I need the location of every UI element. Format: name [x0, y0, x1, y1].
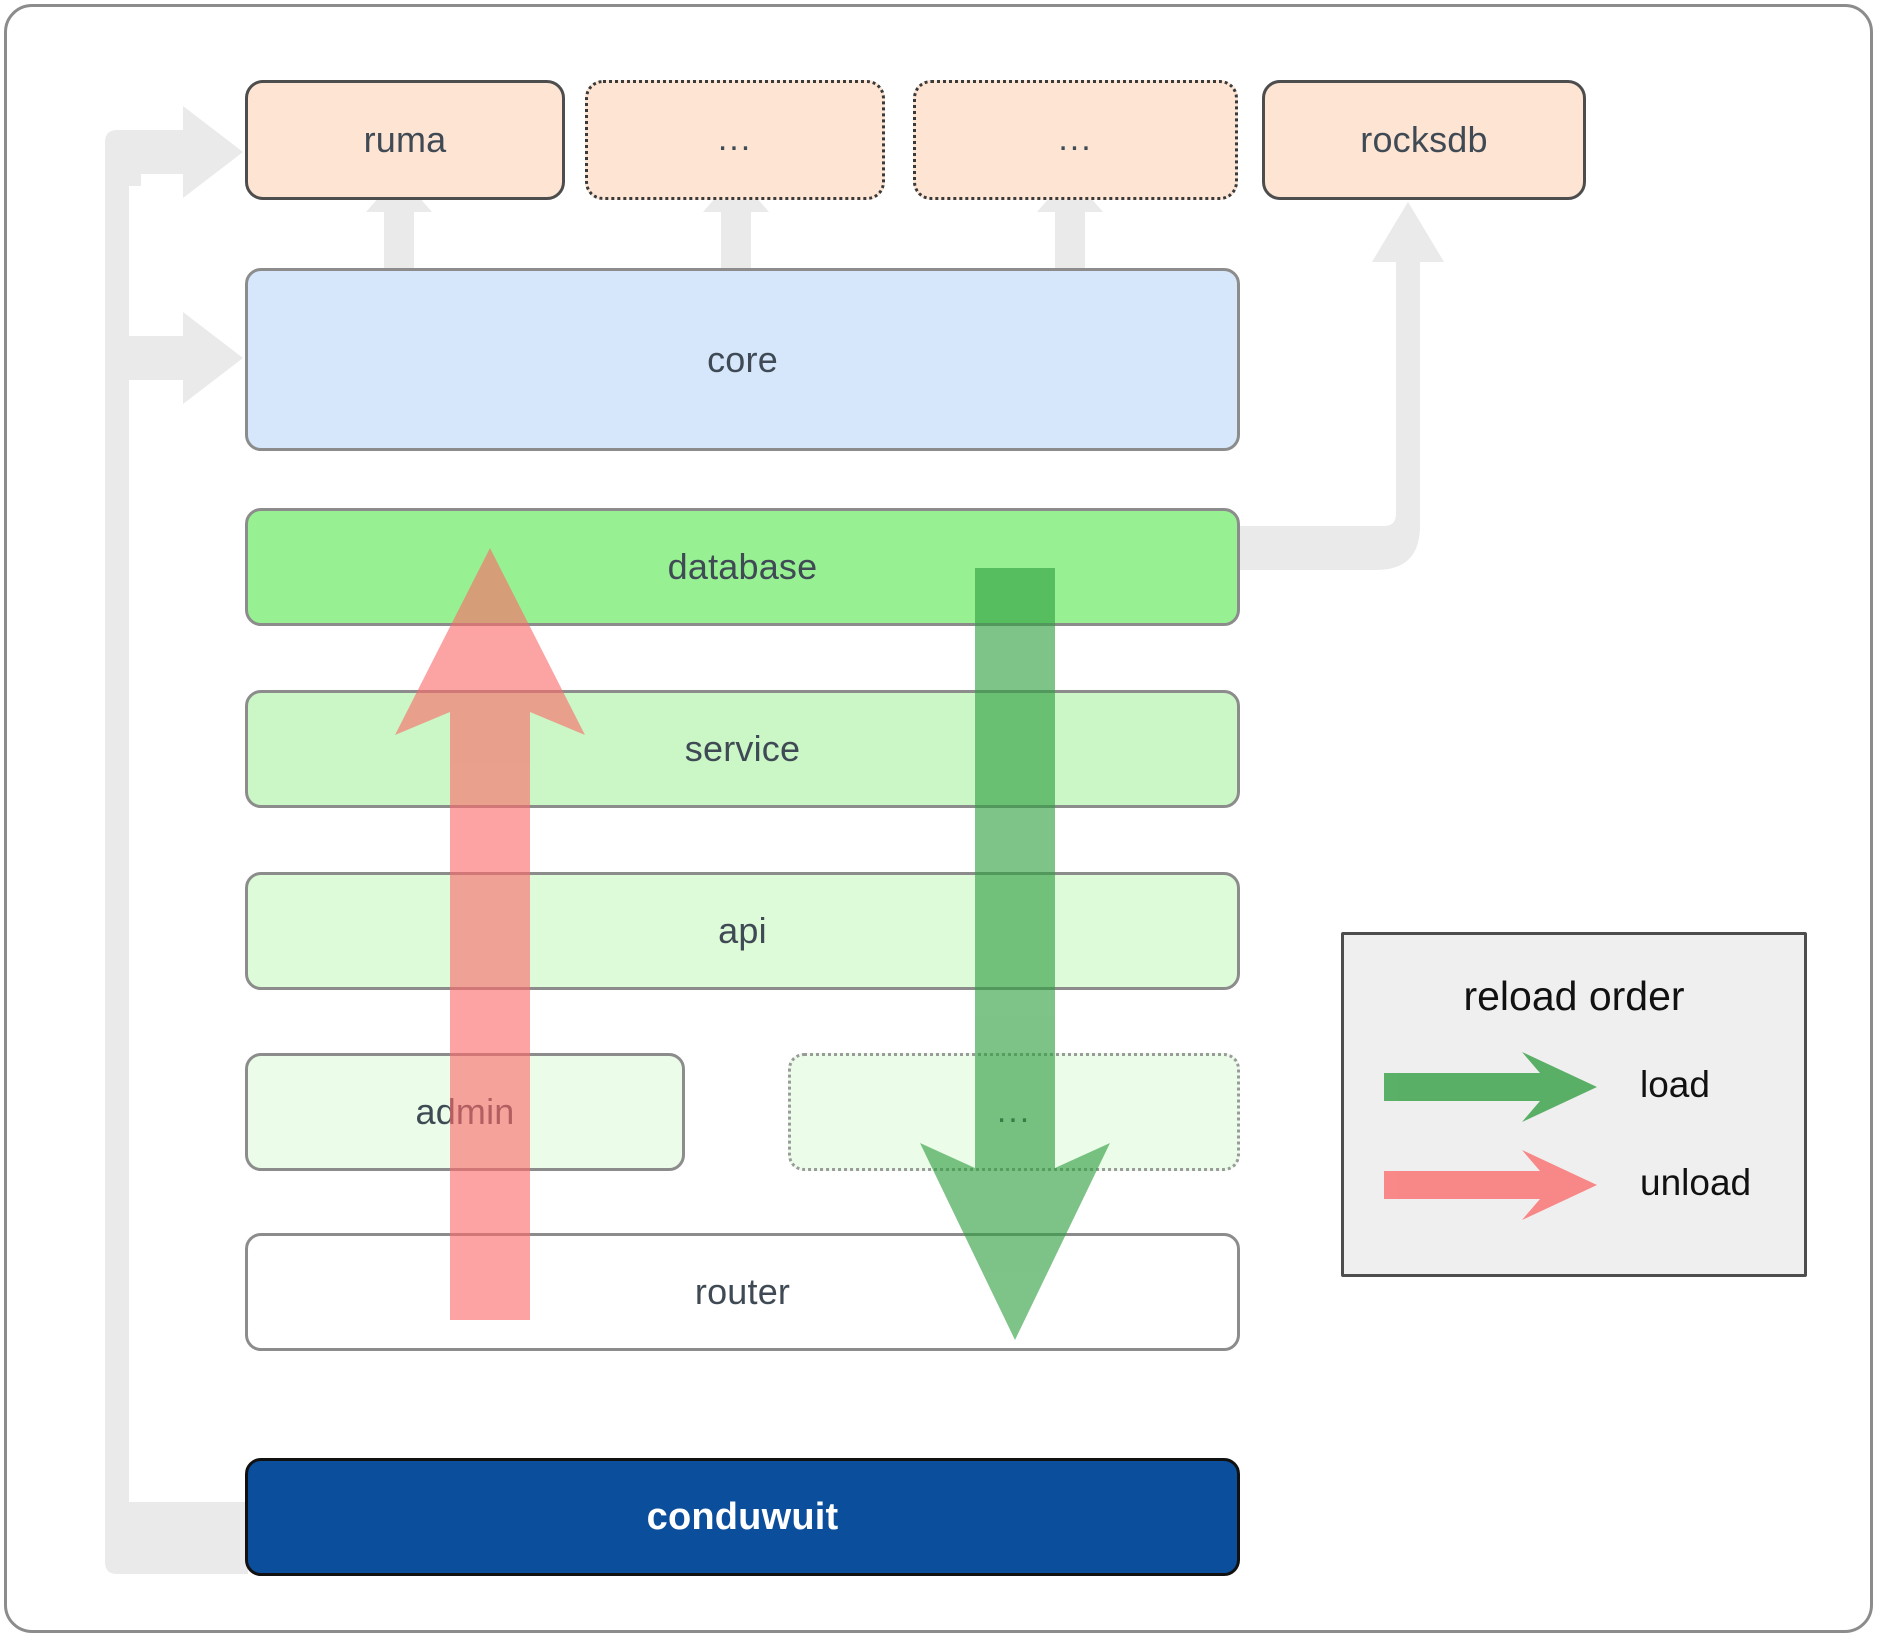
- layer-label-service: service: [684, 728, 801, 769]
- legend-swatches: [1384, 1052, 1597, 1220]
- legend-label-load: load: [1640, 1064, 1710, 1105]
- legend-title: reload order: [1463, 973, 1685, 1019]
- dependency-box-rocksdb[interactable]: rocksdb: [1262, 80, 1586, 200]
- layer-box-placeholder[interactable]: ...: [788, 1053, 1240, 1171]
- layer-label-placeholder: ...: [996, 1092, 1032, 1131]
- layer-label-router: router: [694, 1271, 791, 1312]
- dependency-label-ruma: ruma: [363, 119, 447, 160]
- layer-label-database: database: [667, 546, 818, 587]
- app-label-conduwuit: conduwuit: [646, 1495, 839, 1538]
- dependency-box-placeholder-2[interactable]: ...: [913, 80, 1238, 200]
- legend-panel: reload order load unload: [1341, 932, 1807, 1277]
- layer-label-core: core: [707, 338, 778, 380]
- layer-box-service[interactable]: service: [245, 690, 1240, 808]
- layer-label-api: api: [718, 910, 767, 951]
- dependency-box-ruma[interactable]: ruma: [245, 80, 565, 200]
- layer-box-core[interactable]: core: [245, 268, 1240, 451]
- dependency-box-placeholder-1[interactable]: ...: [585, 80, 885, 200]
- diagram-frame: [4, 4, 1873, 1633]
- layer-label-admin: admin: [415, 1091, 515, 1132]
- legend-label-unload: unload: [1640, 1162, 1752, 1203]
- app-box-conduwuit[interactable]: conduwuit: [245, 1458, 1240, 1576]
- layer-box-database[interactable]: database: [245, 508, 1240, 626]
- layer-box-router[interactable]: router: [245, 1233, 1240, 1351]
- dependency-label-rocksdb: rocksdb: [1360, 119, 1488, 160]
- legend-swatch-load: [1384, 1052, 1597, 1122]
- layer-box-api[interactable]: api: [245, 872, 1240, 990]
- dependency-label-placeholder-1: ...: [717, 120, 753, 159]
- dependency-label-placeholder-2: ...: [1058, 120, 1093, 159]
- legend-swatch-unload: [1384, 1150, 1597, 1220]
- layer-box-admin[interactable]: admin: [245, 1053, 685, 1171]
